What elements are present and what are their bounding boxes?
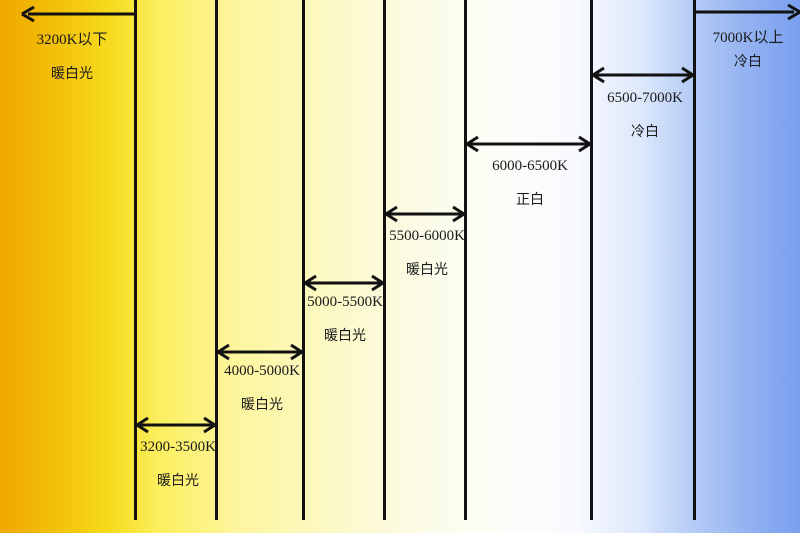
light-type: 暖白光: [157, 473, 199, 489]
divider-3500k: [215, 0, 218, 520]
divider-6000k: [464, 0, 467, 520]
range-value: 6000-6500K: [492, 158, 568, 174]
divider-7000k: [693, 0, 696, 520]
double-arrow-icon: [466, 135, 591, 153]
range-label-3200-3500k: 3200-3500K 暖白光: [133, 437, 223, 491]
double-arrow-icon: [304, 274, 384, 292]
light-type: 暖白光: [241, 397, 283, 413]
range-label-6000-6500k: 6000-6500K 正白: [480, 156, 580, 210]
light-type: 暖白光: [406, 262, 448, 278]
range-value: 6500-7000K: [607, 90, 683, 106]
right-arrow-icon: [696, 3, 800, 21]
light-type: 暖白光: [324, 328, 366, 344]
range-label-below-3200k: 3200K以下 暖白光: [22, 30, 122, 84]
range-label-6500-7000k: 6500-7000K 冷白: [600, 88, 690, 142]
light-type: 冷白: [631, 124, 659, 140]
range-value: 4000-5000K: [224, 363, 300, 379]
divider-5000k: [302, 0, 305, 520]
light-type: 正白: [516, 192, 544, 208]
double-arrow-icon: [385, 205, 465, 223]
light-type: 冷白: [734, 54, 762, 70]
double-arrow-icon: [592, 66, 694, 84]
range-label-4000-5000k: 4000-5000K 暖白光: [216, 361, 308, 415]
range-value: 7000K以上: [712, 30, 784, 46]
light-type: 暖白光: [51, 66, 93, 82]
range-value: 5500-6000K: [389, 228, 465, 244]
range-label-above-7000k: 7000K以上 冷白: [700, 28, 796, 72]
divider-3200k: [134, 0, 137, 520]
range-value: 3200K以下: [36, 32, 108, 48]
range-value: 5000-5500K: [307, 294, 383, 310]
divider-6500k: [590, 0, 593, 520]
range-label-5500-6000k: 5500-6000K 暖白光: [383, 226, 471, 280]
range-label-5000-5500k: 5000-5500K 暖白光: [301, 292, 389, 346]
divider-5500k: [383, 0, 386, 520]
double-arrow-icon: [136, 416, 216, 434]
left-arrow-icon: [21, 5, 135, 23]
range-value: 3200-3500K: [140, 439, 216, 455]
double-arrow-icon: [217, 343, 303, 361]
